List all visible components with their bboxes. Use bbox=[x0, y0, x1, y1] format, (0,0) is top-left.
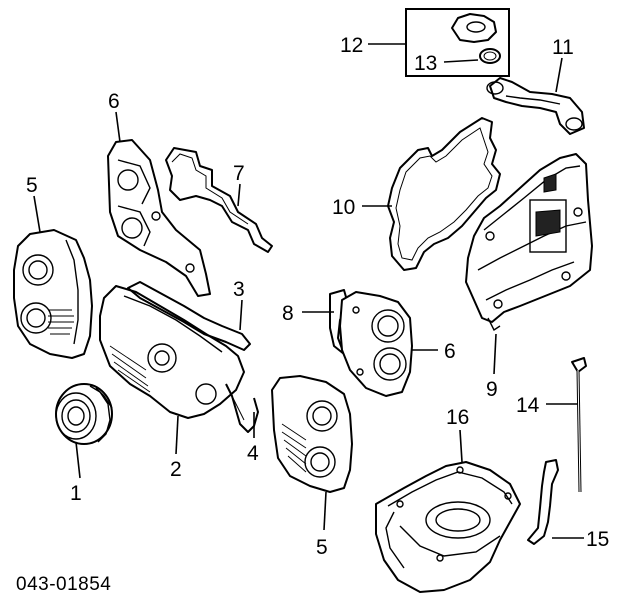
o-ring bbox=[479, 48, 501, 64]
callout-5-left: 5 bbox=[26, 174, 38, 197]
cover-seal-small bbox=[225, 383, 259, 433]
figure-code: 043-01854 bbox=[16, 574, 111, 595]
callout-3: 3 bbox=[233, 278, 245, 301]
callout-11: 11 bbox=[552, 36, 574, 59]
callout-13: 13 bbox=[414, 52, 437, 75]
callout-12: 12 bbox=[340, 34, 363, 57]
oil-filler-cap-group bbox=[405, 8, 510, 77]
callout-6-right: 6 bbox=[444, 340, 456, 363]
cam-cover-gasket bbox=[165, 147, 273, 253]
oil-filler-cap bbox=[451, 13, 497, 43]
callout-4: 4 bbox=[247, 442, 259, 465]
timing-cover-seal bbox=[127, 281, 251, 351]
leader-lines bbox=[33, 43, 584, 539]
callout-10: 10 bbox=[332, 196, 355, 219]
oil-pan bbox=[375, 461, 521, 593]
rocker-cover bbox=[465, 153, 593, 332]
cap-center bbox=[466, 21, 486, 33]
callout-6-left: 6 bbox=[108, 90, 120, 113]
crankshaft-pulley bbox=[55, 383, 113, 445]
rocker-cover-gasket bbox=[387, 117, 501, 271]
oil-level-gauge-guide bbox=[527, 459, 559, 545]
callout-15: 15 bbox=[586, 528, 609, 551]
callout-9: 9 bbox=[486, 378, 498, 401]
timing-cover-front-lh bbox=[13, 229, 93, 359]
timing-cover-plate-right bbox=[339, 291, 413, 397]
callout-14: 14 bbox=[516, 394, 540, 417]
callout-7: 7 bbox=[233, 162, 245, 185]
callout-1: 1 bbox=[70, 482, 82, 505]
callout-16: 16 bbox=[446, 406, 469, 429]
callout-2: 2 bbox=[170, 458, 182, 481]
timing-cover-plate-left bbox=[107, 139, 211, 297]
group-box bbox=[405, 8, 510, 77]
callouts: 1 2 3 4 5 5 6 6 7 8 9 10 11 12 13 14 15 … bbox=[26, 34, 609, 559]
oil-filler-pipe bbox=[486, 77, 585, 135]
timing-cover-front-rh bbox=[271, 375, 353, 493]
timing-belt-cover-center bbox=[99, 285, 245, 419]
callout-5-bottom: 5 bbox=[316, 536, 328, 559]
oil-level-gauge bbox=[571, 357, 587, 493]
callout-8: 8 bbox=[282, 302, 294, 325]
